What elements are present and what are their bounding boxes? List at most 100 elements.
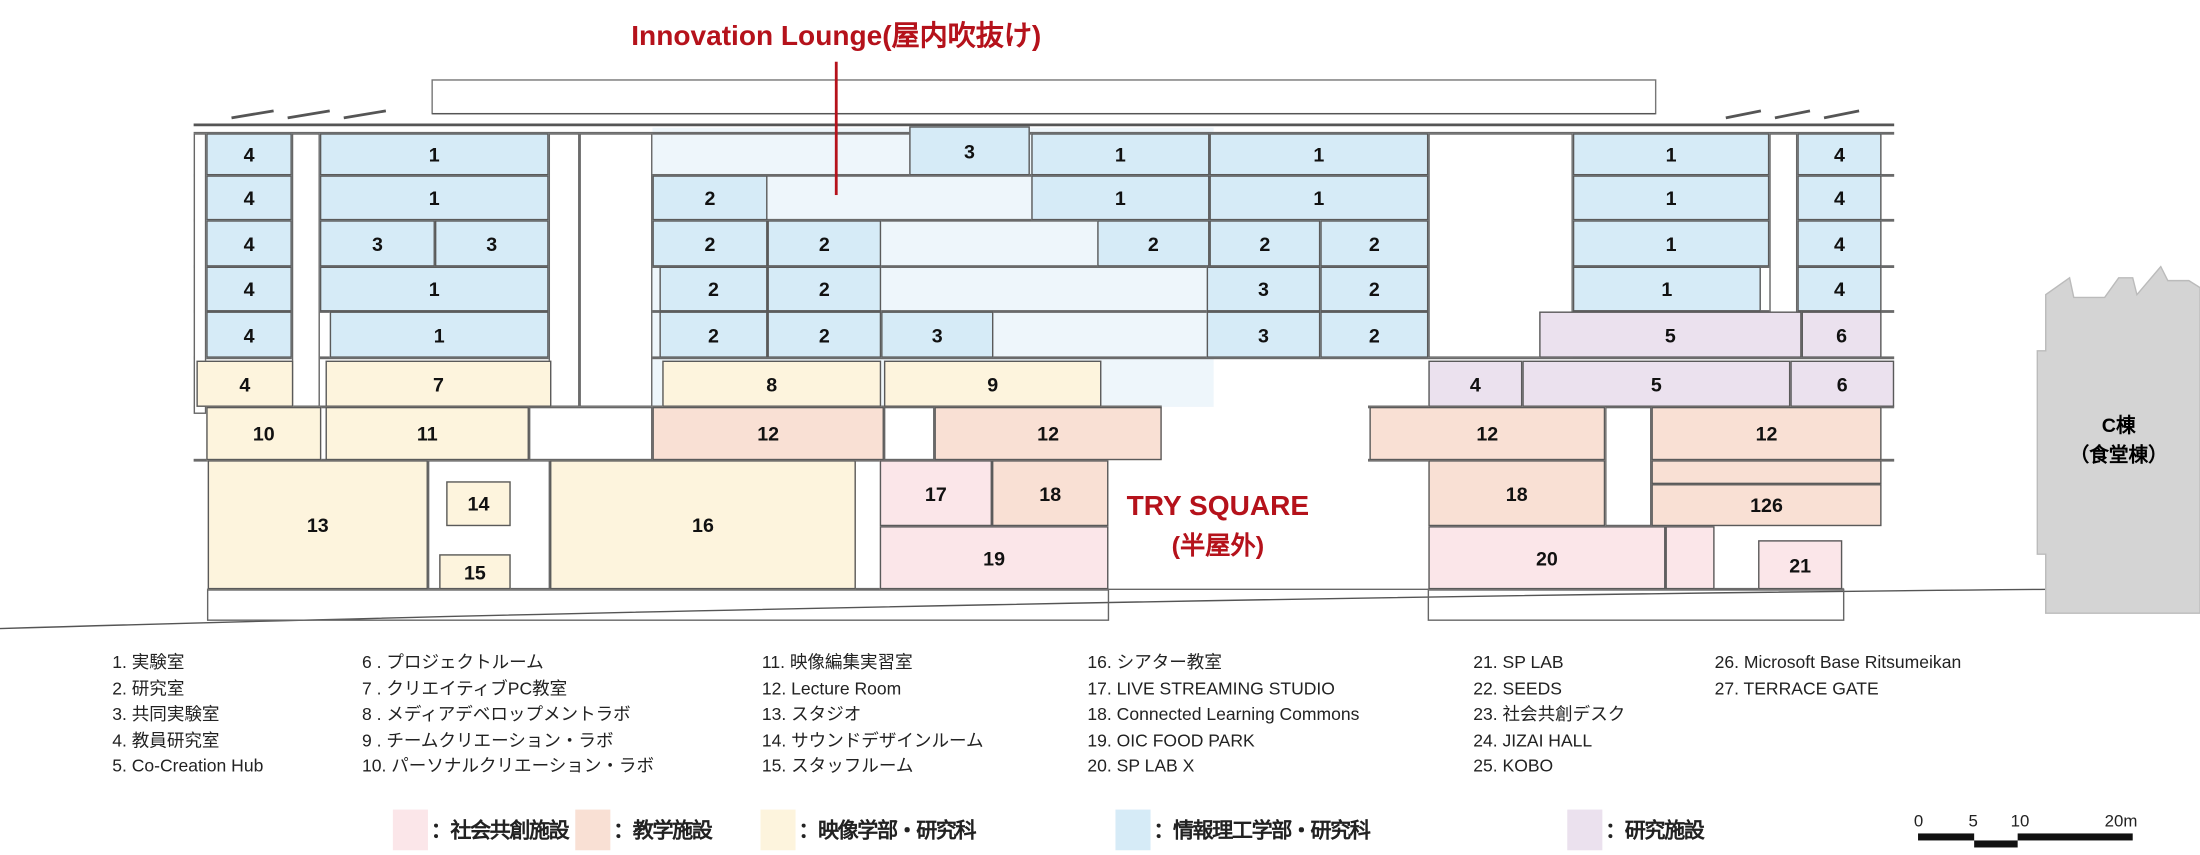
category-label: ：社会共創施設 xyxy=(430,819,570,844)
room-info: 1 xyxy=(1572,220,1770,267)
scale-bar-segment xyxy=(1974,840,2018,848)
room-info: 2 xyxy=(659,311,768,358)
room-edu: 12 xyxy=(1369,406,1606,461)
room-info: 1 xyxy=(319,175,549,221)
room-info: 1 xyxy=(319,266,549,312)
room-info: 1 xyxy=(1209,133,1429,176)
room-info: 3 xyxy=(1206,311,1321,358)
legend-item: 15. スタッフルーム xyxy=(761,756,914,776)
try-square-sub: (半屋外) xyxy=(1171,531,1265,560)
room-soc xyxy=(1665,526,1715,590)
scale-tick: 20m xyxy=(2104,810,2138,831)
room-edu: 18 xyxy=(991,460,1109,527)
legend-item: 8 . メディアデベロップメントラボ xyxy=(361,704,631,724)
legend-item: 19. OIC FOOD PARK xyxy=(1087,730,1255,750)
c-building-label: C棟 xyxy=(2101,413,2136,437)
room-info: 3 xyxy=(881,311,994,358)
room-info: 2 xyxy=(767,311,882,358)
room-soc: 21 xyxy=(1758,540,1843,590)
category-swatch xyxy=(575,809,611,851)
room-film: 14 xyxy=(446,481,511,527)
room-edu: 12 xyxy=(934,406,1162,461)
legend-item: 13. スタジオ xyxy=(761,704,862,724)
room-info: 4 xyxy=(206,311,292,358)
room-info: 2 xyxy=(767,266,882,312)
room-info: 2 xyxy=(1320,266,1429,312)
room-film: 15 xyxy=(439,554,511,590)
stair-core xyxy=(883,406,935,461)
room-edu: 12 xyxy=(652,406,884,461)
legend-item: 24. JIZAI HALL xyxy=(1473,730,1593,750)
stair-core xyxy=(528,406,653,461)
room-res: 5 xyxy=(1539,311,1802,358)
room-info: 4 xyxy=(1797,266,1882,312)
c-building-shape xyxy=(2036,265,2200,614)
room-info: 2 xyxy=(652,175,768,221)
room-info: 3 xyxy=(1206,266,1321,312)
room-res: 6 xyxy=(1790,360,1895,407)
room-info: 2 xyxy=(1320,220,1429,267)
room-info: 4 xyxy=(206,133,292,176)
stair-core xyxy=(1605,406,1652,527)
room-info: 4 xyxy=(1797,175,1882,221)
room-soc: 17 xyxy=(879,460,992,527)
legend-item: 22. SEEDS xyxy=(1473,678,1562,699)
category-swatch xyxy=(1567,809,1603,851)
innovation-lounge-label: Innovation Lounge(屋内吹抜け) xyxy=(631,21,1042,52)
room-res: 6 xyxy=(1801,311,1882,358)
floor-slab xyxy=(193,356,1895,360)
legend-item: 17. LIVE STREAMING STUDIO xyxy=(1087,678,1335,699)
room-soc: 20 xyxy=(1428,526,1666,590)
scale-bar-segment xyxy=(2017,833,2133,841)
category-label: ：研究施設 xyxy=(1605,819,1705,844)
category-swatch xyxy=(392,809,428,851)
legend-item: 6 . プロジェクトルーム xyxy=(361,652,544,673)
legend-item: 27. TERRACE GATE xyxy=(1714,678,1879,699)
room-info: 1 xyxy=(1031,175,1210,221)
room-info: 1 xyxy=(319,133,549,176)
room-film: 13 xyxy=(207,460,428,590)
room-film: 8 xyxy=(662,360,882,407)
room-film: 4 xyxy=(196,360,294,407)
room-info: 2 xyxy=(1209,220,1321,267)
legend-item: 20. SP LAB X xyxy=(1087,756,1195,776)
room-info: 2 xyxy=(652,220,768,267)
floor-slab xyxy=(193,265,1895,268)
stair-core xyxy=(193,133,207,414)
try-square-label: TRY SQUARE xyxy=(1126,491,1310,522)
lounge-pointer-line xyxy=(834,61,838,196)
legend-item: 7 . クリエイティブPC教室 xyxy=(361,678,568,699)
legend-item: 14. サウンドデザインルーム xyxy=(761,730,984,750)
legend-item: 1. 実験室 xyxy=(112,652,185,673)
legend-item: 18. Connected Learning Commons xyxy=(1087,704,1360,724)
category-label: ：映像学部・研究科 xyxy=(798,819,976,844)
floor-slab xyxy=(1428,587,1844,591)
room-film: 16 xyxy=(550,460,856,590)
room-info: 1 xyxy=(1031,133,1210,176)
stair-core xyxy=(579,133,653,407)
room-info: 2 xyxy=(1097,220,1210,267)
room-info: 1 xyxy=(1572,266,1761,312)
room-info: 4 xyxy=(206,175,292,221)
room-res: 5 xyxy=(1522,360,1791,407)
category-label: ：情報理工学部・研究科 xyxy=(1153,819,1371,844)
room-film: 11 xyxy=(325,406,529,461)
scale-tick: 10 xyxy=(2010,810,2030,831)
floor-slab xyxy=(207,587,1109,591)
legend-item: 12. Lecture Room xyxy=(761,678,902,699)
room-info: 3 xyxy=(319,220,435,267)
legend-item: 3. 共同実験室 xyxy=(112,704,220,724)
legend-item: 10. パーソナルクリエーション・ラボ xyxy=(361,756,654,776)
room-edu xyxy=(1651,460,1882,485)
legend-item: 4. 教員研究室 xyxy=(112,730,220,750)
stair-core xyxy=(291,133,320,407)
legend-item: 21. SP LAB xyxy=(1473,652,1564,673)
legend-item: 25. KOBO xyxy=(1473,756,1554,776)
room-info: 4 xyxy=(206,220,292,267)
category-label: ：教学施設 xyxy=(613,819,713,844)
category-swatch xyxy=(760,809,796,851)
room-info: 2 xyxy=(1320,311,1429,358)
room-edu: 126 xyxy=(1651,484,1882,527)
legend-item: 11. 映像編集実習室 xyxy=(761,652,913,673)
